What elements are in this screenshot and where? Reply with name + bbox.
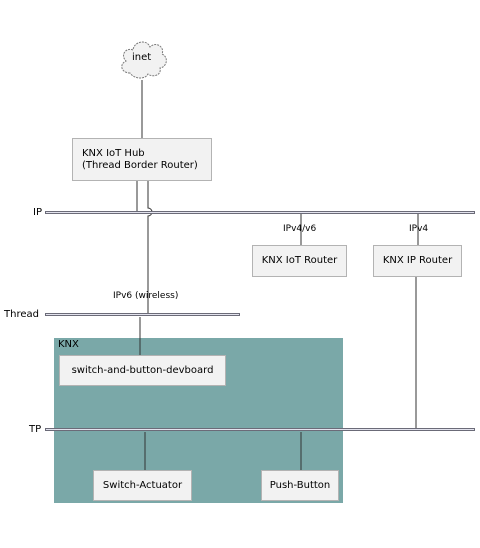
ipv6-wireless-label: IPv6 (wireless) bbox=[113, 291, 179, 301]
knx-ip-router-node: KNX IP Router bbox=[373, 245, 462, 277]
cloud-icon bbox=[121, 41, 167, 79]
switch-actuator-node: Switch-Actuator bbox=[93, 470, 192, 501]
hub-title: KNX IoT Hub bbox=[82, 148, 145, 159]
knx-iot-router-node: KNX IoT Router bbox=[252, 245, 347, 277]
push-button-node: Push-Button bbox=[261, 470, 339, 501]
knx-ip-router-label: KNX IP Router bbox=[382, 255, 453, 266]
tp-bus bbox=[45, 428, 475, 431]
devboard-label: switch-and-button-devboard bbox=[71, 364, 214, 376]
tp-bus-label: TP bbox=[29, 424, 42, 435]
knx-iot-hub-node: KNX IoT Hub (Thread Border Router) bbox=[72, 138, 212, 181]
devboard-node: switch-and-button-devboard bbox=[59, 355, 226, 386]
inet-label: inet bbox=[132, 52, 152, 63]
push-button-label: Push-Button bbox=[269, 479, 331, 491]
thread-bus-label: Thread bbox=[4, 309, 39, 320]
knx-area-label: KNX bbox=[58, 339, 79, 350]
ipv4-label: IPv4 bbox=[409, 224, 429, 234]
thread-bus bbox=[45, 313, 240, 316]
hub-subtitle: (Thread Border Router) bbox=[82, 160, 198, 171]
ip-bus bbox=[45, 211, 475, 214]
inet-cloud: inet bbox=[117, 37, 169, 81]
ip-bus-label: IP bbox=[33, 207, 42, 218]
knx-iot-router-label: KNX IoT Router bbox=[261, 255, 338, 266]
switch-actuator-label: Switch-Actuator bbox=[102, 479, 183, 491]
ipv4v6-label: IPv4/v6 bbox=[283, 224, 317, 234]
